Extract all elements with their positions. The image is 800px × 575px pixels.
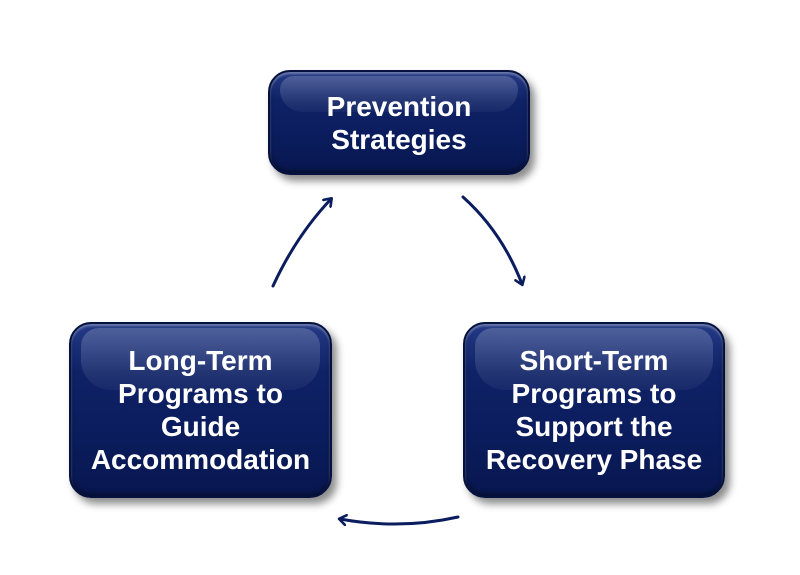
arrow-right-to-left bbox=[340, 517, 460, 524]
arrow-left-to-top bbox=[271, 199, 331, 288]
arrow-top-to-right bbox=[461, 195, 522, 284]
node-long-term-programs-label: Long-Term Programs to Guide Accommodatio… bbox=[90, 345, 311, 475]
node-prevention-strategies: Prevention Strategies bbox=[268, 70, 530, 175]
node-short-term-programs-label: Short-Term Programs to Support the Recov… bbox=[485, 345, 703, 475]
node-prevention-strategies-label: Prevention Strategies bbox=[326, 90, 472, 155]
node-short-term-programs: Short-Term Programs to Support the Recov… bbox=[463, 322, 725, 498]
node-long-term-programs: Long-Term Programs to Guide Accommodatio… bbox=[69, 322, 332, 498]
